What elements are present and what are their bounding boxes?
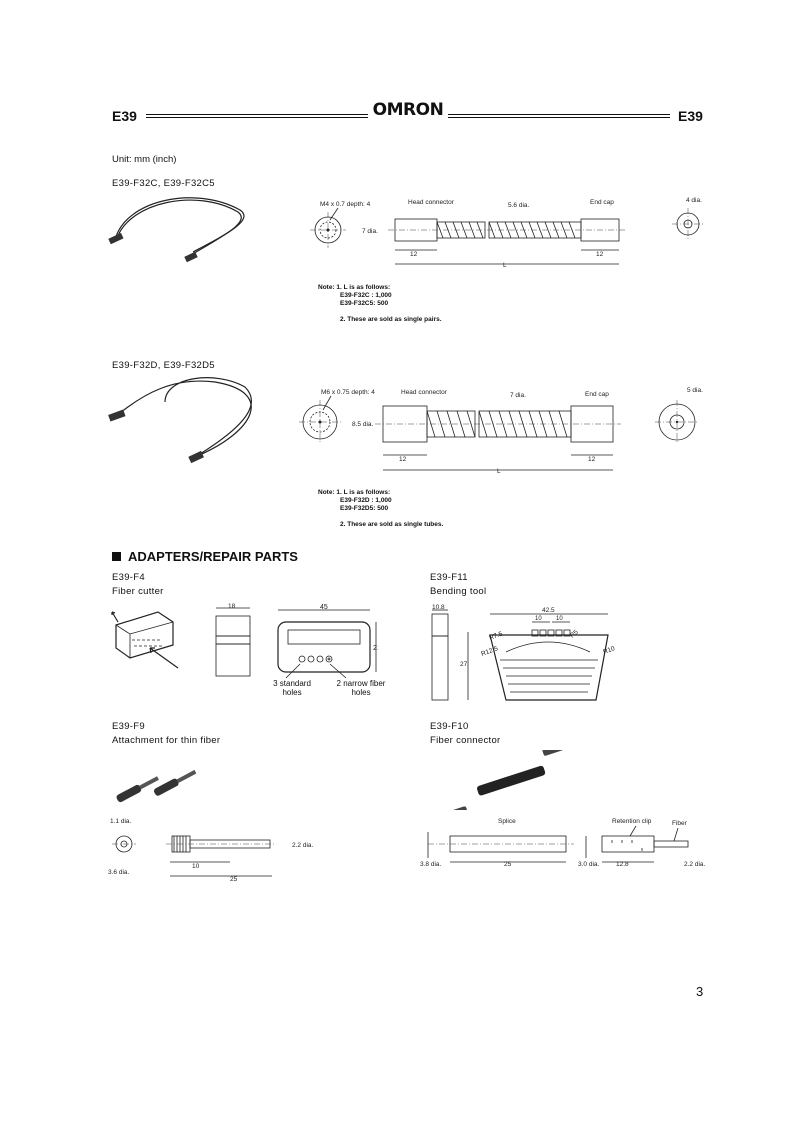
p2-right-dia: 5 dia. [687, 387, 703, 394]
header-rule-right [448, 114, 670, 118]
f10-dia-a: 3.8 dia. [420, 861, 442, 868]
p2-dim-right: 12 [588, 456, 596, 463]
f4-std-holes-label: 3 standard holes [273, 679, 311, 697]
p1-dim-right: 12 [596, 251, 604, 258]
p2-note-line-3: E39-F32D5: 500 [340, 505, 389, 512]
f10-diagram: Splice 3.8 dia. 25 Retention clip Fiber … [420, 818, 706, 868]
section-bullet-icon [112, 552, 121, 562]
f11-name: Bending tool [430, 586, 487, 597]
page-number: 3 [696, 984, 704, 999]
f4-dim-len: 45 [320, 604, 328, 611]
p2-face-dia: 8.5 dia. [352, 421, 374, 428]
f11-diagram: 10.8 27 42.5 10 10 R7.5 R12.5 R5 R10 [431, 604, 616, 701]
f11-dim-a: 10 [535, 616, 542, 622]
p1-face-dia: 7 dia. [362, 228, 378, 235]
p1-dim-length: L [503, 262, 507, 269]
f10-clip-label: Retention clip [612, 818, 652, 825]
p1-mid-dia: 5.6 dia. [508, 202, 530, 209]
f10-model: E39-F10 [430, 721, 469, 732]
p1-note-label: Note: [318, 284, 335, 291]
product-2-model: E39-F32D, E39-F32D5 [112, 360, 215, 371]
f4-dim-h: 21 [373, 645, 378, 652]
product-1-note: Note: 1. L is as follows: E39-F32C : 1,0… [318, 284, 518, 324]
f10-dia-b: 3.0 dia. [578, 861, 600, 868]
p1-dim-left: 12 [410, 251, 418, 258]
p1-note-line-2: E39-F32C : 1,000 [340, 292, 392, 299]
f9-name: Attachment for thin fiber [112, 735, 221, 746]
p2-dim-length: L [497, 468, 501, 475]
header-right-code: E39 [678, 108, 703, 124]
f4-model: E39-F4 [112, 572, 145, 583]
f9-dim-b: 25 [230, 876, 238, 883]
f11-dim-h: 27 [460, 661, 468, 668]
brand-logo: OMRON [372, 100, 444, 120]
f10-fiber-label: Fiber [672, 820, 688, 827]
f11-r2: R12.5 [480, 645, 499, 658]
product-2-diagram: M6 x 0.75 depth: 4 8.5 dia. Head connect… [299, 387, 703, 475]
f10-dim-a: 25 [504, 861, 512, 868]
f11-r1: R7.5 [488, 630, 504, 641]
p2-note-2: 2. These are sold as single tubes. [340, 521, 444, 528]
product-1-model: E39-F32C, E39-F32C5 [112, 178, 215, 189]
f4-narrow-holes-label: 2 narrow fiber holes [336, 679, 386, 697]
product-2-photo [108, 377, 252, 464]
f11-dim-len: 42.5 [542, 607, 555, 614]
p2-note-label: Note: [318, 489, 335, 496]
f11-dim-b: 10 [556, 616, 563, 622]
p2-head-label: Head connector [401, 389, 448, 396]
f9-dia-in: 1.1 dia. [110, 818, 132, 825]
p1-thread-label: M4 x 0.7 depth: 4 [320, 201, 371, 208]
f4-dim-w: 18 [228, 603, 236, 610]
p1-end-label: End cap [590, 199, 614, 206]
f11-r3: R5 [569, 629, 580, 640]
f10-photo [439, 750, 571, 810]
f10-name: Fiber connector [430, 735, 501, 746]
section-title: ADAPTERS/REPAIR PARTS [112, 549, 298, 564]
product-1-photo [108, 197, 245, 263]
p2-thread-label: M6 x 0.75 depth: 4 [321, 389, 375, 396]
p1-head-label: Head connector [408, 199, 455, 206]
p1-note-line-1: 1. L is as follows: [336, 284, 391, 291]
p2-end-label: End cap [585, 391, 609, 398]
f9-dia-out: 3.6 dia. [108, 869, 130, 876]
p2-dim-left: 12 [399, 456, 407, 463]
f9-photo [116, 769, 197, 803]
product-2-note: Note: 1. L is as follows: E39-F32D : 1,0… [318, 489, 518, 529]
f4-name: Fiber cutter [112, 586, 164, 597]
p1-right-dia: 4 dia. [686, 197, 702, 204]
p2-mid-dia: 7 dia. [510, 392, 526, 399]
unit-note: Unit: mm (inch) [112, 154, 177, 165]
f11-model: E39-F11 [430, 572, 468, 583]
f11-dim-w: 10.8 [432, 604, 445, 611]
f9-dia-tip: 2.2 dia. [292, 842, 314, 849]
header-rule-left [146, 114, 368, 118]
p1-note-line-3: E39-F32C5: 500 [340, 300, 389, 307]
header-left-code: E39 [112, 108, 137, 124]
f9-model: E39-F9 [112, 721, 145, 732]
f10-splice-label: Splice [498, 818, 516, 825]
f9-dim-a: 10 [192, 863, 200, 870]
f10-dim-b: 12.8 [616, 861, 629, 868]
p1-note-2: 2. These are sold as single pairs. [340, 316, 442, 323]
f11-r4: R10 [602, 645, 616, 656]
f9-diagram: 1.1 dia. 3.6 dia. 10 25 2.2 dia. [108, 818, 314, 883]
product-1-diagram: M4 x 0.7 depth: 4 7 dia. Head connector … [310, 197, 704, 269]
f10-dia-c: 2.2 dia. [684, 861, 706, 868]
p2-note-line-2: E39-F32D : 1,000 [340, 497, 392, 504]
p2-note-line-1: 1. L is as follows: [336, 489, 391, 496]
f4-diagram: 18 45 21 [111, 603, 378, 679]
